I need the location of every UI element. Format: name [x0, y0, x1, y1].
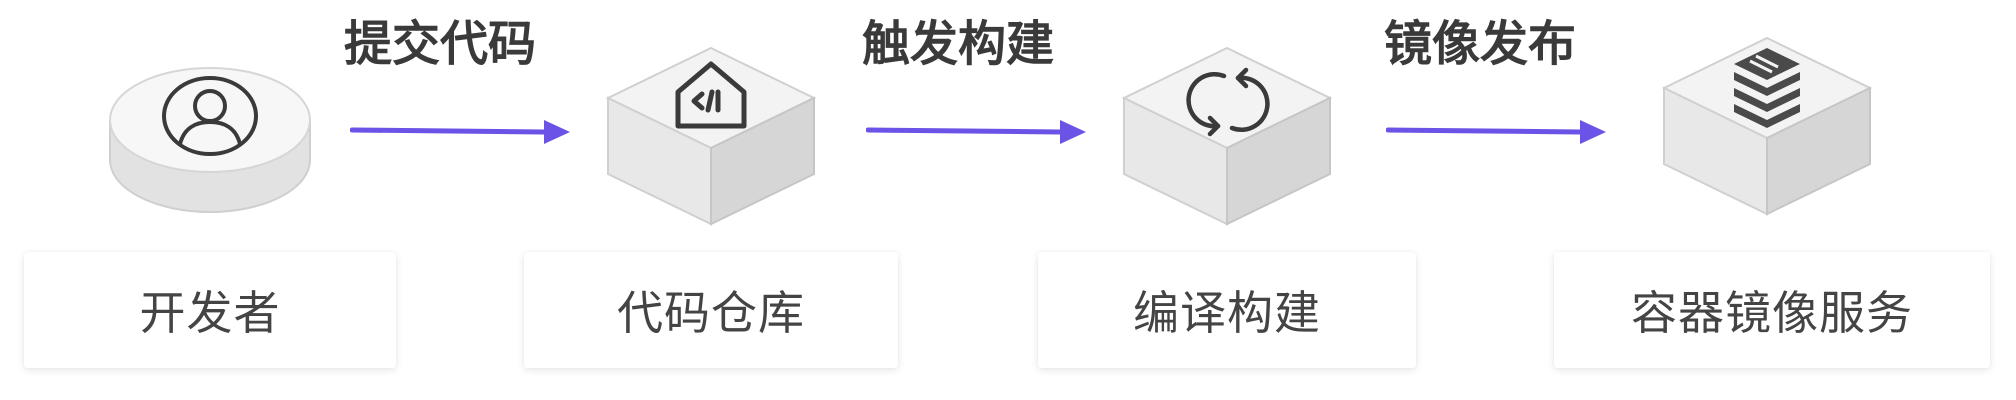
node-card-code-repo: 代码仓库	[524, 252, 898, 368]
step-label-image-publish: 镜像发布	[1384, 16, 1577, 72]
arrow-right-icon	[350, 120, 570, 144]
user-icon	[162, 76, 258, 156]
node-label-developer: 开发者	[139, 286, 281, 340]
node-label-build: 编译构建	[1133, 286, 1321, 340]
node-card-build: 编译构建	[1038, 252, 1416, 368]
step-label-commit-code: 提交代码	[344, 16, 537, 72]
developer-disk	[109, 67, 311, 213]
code-repo-icon	[675, 61, 747, 129]
node-card-image-service: 容器镜像服务	[1554, 252, 1990, 368]
node-label-image-service: 容器镜像服务	[1631, 286, 1913, 340]
build-cycle-icon	[1186, 67, 1270, 137]
image-layers-icon	[1734, 48, 1800, 128]
code-repo-box	[605, 46, 817, 226]
node-card-developer: 开发者	[24, 252, 396, 368]
arrow-right-icon	[866, 120, 1086, 144]
node-label-code-repo: 代码仓库	[617, 286, 805, 340]
step-label-trigger-build: 触发构建	[862, 16, 1055, 72]
image-service-box	[1661, 36, 1873, 216]
arrow-right-icon	[1386, 120, 1606, 144]
build-box	[1121, 46, 1333, 226]
